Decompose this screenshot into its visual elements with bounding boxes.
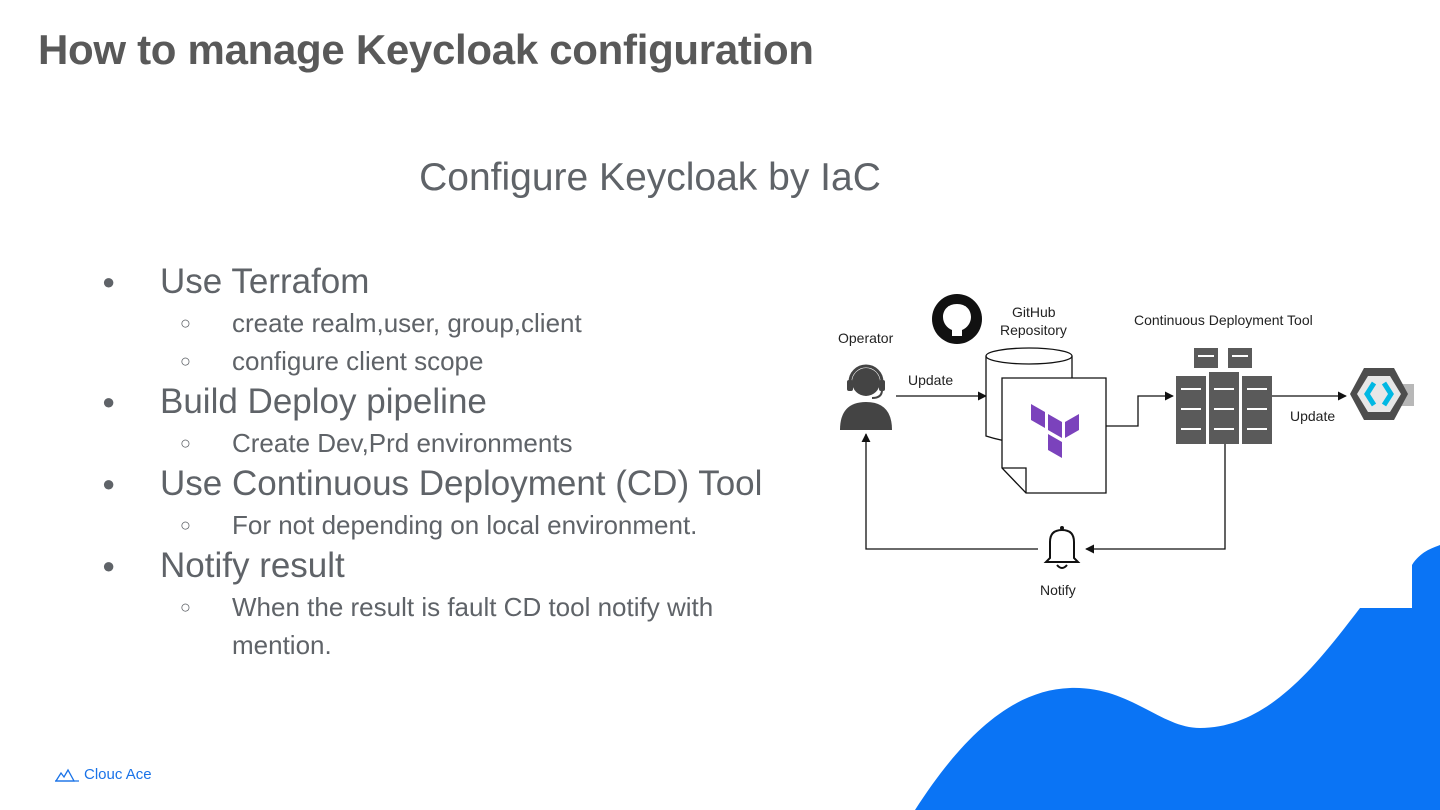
cd-tool-label: Continuous Deployment Tool — [1134, 312, 1313, 328]
company-logo: Clouc Ace — [54, 766, 152, 783]
bullet-item: Use Continuous Deployment (CD) Tool — [102, 462, 802, 506]
deployment-diagram: Operator Update GitHub Repository Contin… — [838, 294, 1414, 598]
operator-headset-icon — [840, 364, 892, 430]
github-label-line1: GitHub — [1012, 304, 1056, 320]
slide-title: How to manage Keycloak configuration — [38, 26, 814, 73]
sub-bullet-item: create realm,user, group,client — [102, 304, 802, 342]
update-label-2: Update — [1290, 408, 1335, 424]
terraform-icon — [1031, 404, 1079, 458]
logo-text: Clouc Ace — [84, 766, 152, 783]
sub-bullet-item: configure client scope — [102, 342, 802, 380]
bullet-item: Use Terrafom — [102, 260, 802, 304]
sub-bullet-item: For not depending on local environment. — [102, 506, 802, 544]
slide-subtitle: Configure Keycloak by IaC — [419, 156, 881, 199]
cloud-logo-icon — [54, 768, 79, 782]
bell-icon — [1043, 526, 1081, 569]
update-label-1: Update — [908, 372, 953, 388]
terraform-document — [1001, 377, 1107, 494]
sub-bullet-item: Create Dev,Prd environments — [102, 424, 802, 462]
sub-bullet-item: When the result is fault CD tool notify … — [102, 588, 792, 664]
bullet-list: Use Terrafom create realm,user, group,cl… — [102, 260, 802, 664]
github-icon — [932, 294, 982, 344]
bullet-item: Build Deploy pipeline — [102, 380, 802, 424]
server-rack-icon — [1176, 348, 1272, 444]
bullet-item: Notify result — [102, 544, 802, 588]
operator-label: Operator — [838, 330, 894, 346]
notify-label: Notify — [1040, 582, 1076, 598]
keycloak-icon — [1350, 368, 1414, 420]
github-label-line2: Repository — [1000, 322, 1067, 338]
